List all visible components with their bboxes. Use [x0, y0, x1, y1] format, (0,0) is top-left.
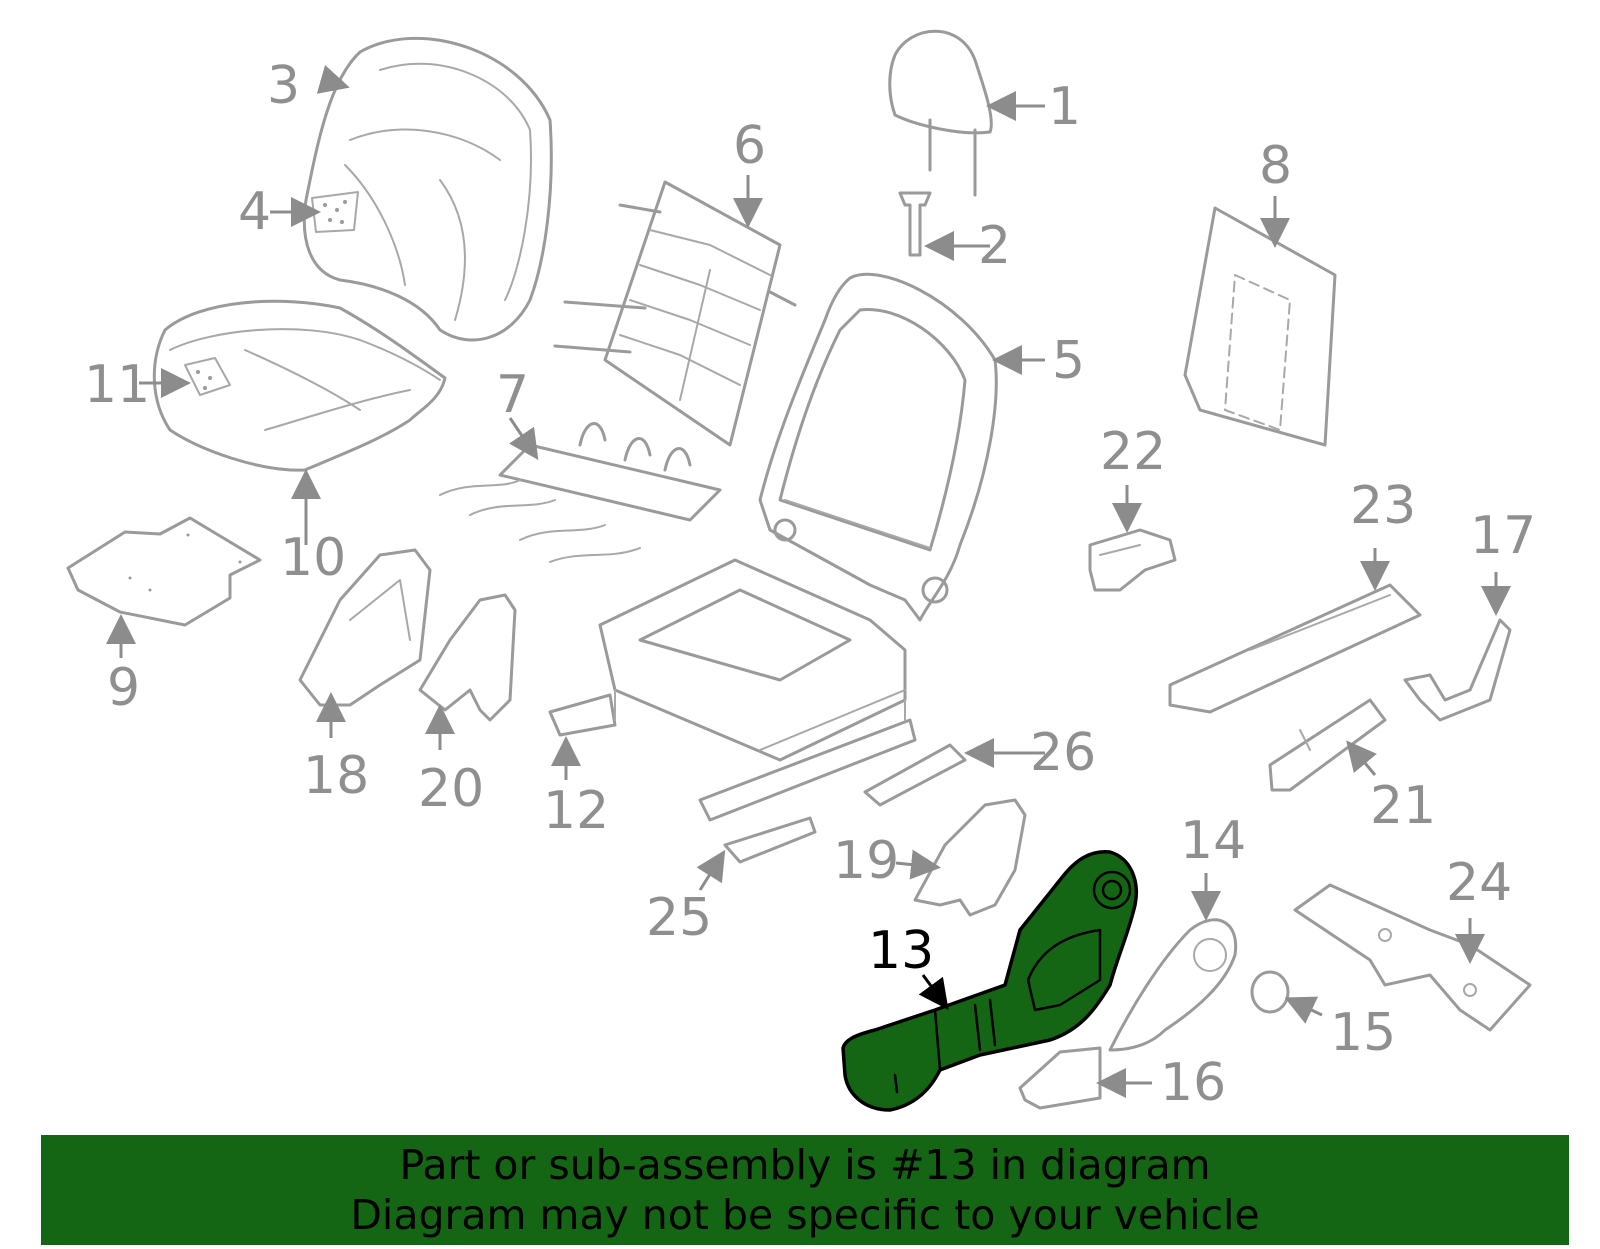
- callout-5: 5: [1052, 331, 1085, 391]
- part-16-cover: [1018, 1046, 1102, 1110]
- callout-25: 25: [646, 888, 712, 948]
- part-15-cap: [1250, 970, 1290, 1014]
- seat-parts-diagram: 3 4 11 10 9 6 7 1 2 8 5 22 23 17 21 24 1…: [66, 29, 1536, 1113]
- callout-15: 15: [1330, 1003, 1396, 1063]
- part-4-heater-pad: [311, 191, 359, 233]
- part-13-highlighted-side-shield: [841, 850, 1138, 1112]
- leader-lines: [106, 64, 1511, 1098]
- callout-13-highlighted: 13: [868, 921, 934, 981]
- part-5-seatback-frame: [758, 272, 998, 622]
- part-6-back-spring: [553, 180, 797, 447]
- callout-2: 2: [978, 216, 1011, 276]
- callout-1: 1: [1048, 77, 1081, 137]
- info-banner: Part or sub-assembly is #13 in diagram D…: [41, 1135, 1569, 1245]
- callout-7: 7: [496, 365, 529, 425]
- part-19-cover: [913, 798, 1027, 917]
- callout-6: 6: [733, 116, 766, 176]
- part-8-back-board: [1183, 206, 1337, 447]
- callout-22: 22: [1100, 422, 1166, 482]
- callout-18: 18: [303, 746, 369, 806]
- part-12-seat-frame: [548, 558, 917, 822]
- callout-20: 20: [418, 759, 484, 819]
- part-11-heater-pad: [184, 357, 231, 396]
- part-17-link: [1403, 618, 1512, 722]
- callout-8: 8: [1259, 136, 1292, 196]
- callout-26: 26: [1030, 723, 1096, 783]
- part-23-rail-cover: [1168, 583, 1422, 714]
- callout-4: 4: [238, 182, 271, 242]
- callout-10: 10: [280, 528, 346, 588]
- part-2-headrest-guide: [898, 191, 932, 257]
- callout-24: 24: [1446, 853, 1512, 913]
- part-24-frame-bracket: [1293, 883, 1532, 1032]
- callout-9: 9: [107, 658, 140, 718]
- part-20-cover: [418, 593, 517, 722]
- banner-disclaimer: Diagram may not be specific to your vehi…: [350, 1191, 1260, 1239]
- part-1-headrest: [888, 29, 993, 197]
- callout-labels: 3 4 11 10 9 6 7 1 2 8 5 22 23 17 21 24 1…: [84, 56, 1536, 1113]
- part-14-shield-cover: [1108, 918, 1238, 1052]
- banner-part-message: Part or sub-assembly is #13 in diagram: [399, 1141, 1211, 1189]
- part-3-seatback-cover: [302, 36, 553, 342]
- part-25-bracket: [723, 816, 817, 864]
- callout-21: 21: [1370, 776, 1436, 836]
- callout-23: 23: [1350, 476, 1416, 536]
- callout-17: 17: [1470, 506, 1536, 566]
- callout-12: 12: [543, 781, 609, 841]
- callout-14: 14: [1180, 811, 1246, 871]
- part-9-pad: [66, 516, 262, 627]
- callout-19: 19: [833, 831, 899, 891]
- callout-16: 16: [1160, 1053, 1226, 1113]
- part-21-trim: [1268, 698, 1387, 792]
- part-7-cushion-spring: [439, 422, 722, 563]
- callout-11: 11: [84, 355, 150, 415]
- part-10-seat-cushion: [152, 299, 447, 472]
- part-22-bracket: [1088, 528, 1177, 592]
- callout-3: 3: [267, 56, 300, 116]
